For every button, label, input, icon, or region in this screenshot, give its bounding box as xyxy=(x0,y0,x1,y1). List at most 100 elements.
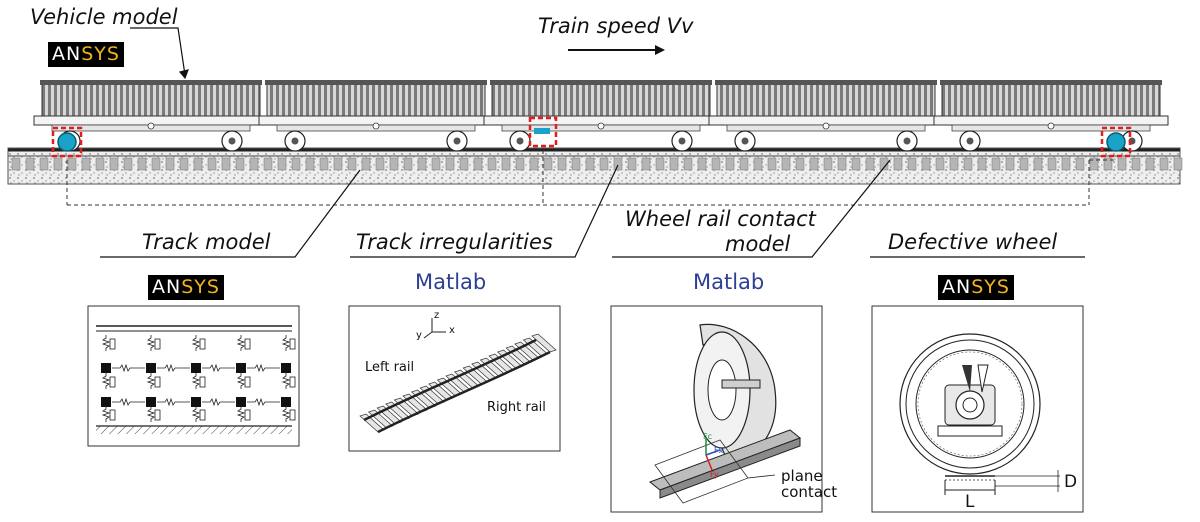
damper xyxy=(109,338,116,350)
leader-lines xyxy=(100,27,1085,258)
matlab-label-contact: Matlab xyxy=(693,270,765,294)
damper xyxy=(244,338,251,350)
mass-block xyxy=(281,397,291,407)
spring xyxy=(281,335,291,351)
flat-length-label: L xyxy=(965,492,975,512)
speed-arrow xyxy=(568,45,665,55)
sleepers xyxy=(11,157,1183,171)
damper xyxy=(154,338,161,350)
spring xyxy=(146,335,156,351)
ansys-an: AN xyxy=(52,43,82,65)
highlight-marker-left xyxy=(51,126,83,158)
mass-block xyxy=(101,363,111,373)
spring xyxy=(101,335,111,351)
spring xyxy=(236,373,246,389)
ansys-an: AN xyxy=(942,276,972,298)
spring xyxy=(191,406,201,422)
left-rail-label: Left rail xyxy=(365,360,415,375)
mass-block xyxy=(191,363,201,373)
spring xyxy=(191,373,201,389)
spring xyxy=(112,363,145,373)
contact-panel xyxy=(610,305,823,513)
mass-block xyxy=(146,397,156,407)
force-fc-label: Fc xyxy=(703,432,712,441)
defective-wheel-panel xyxy=(871,305,1084,513)
force-fy-label: Fy xyxy=(710,470,719,479)
damper xyxy=(199,376,206,388)
spring xyxy=(236,335,246,351)
ansys-sys: SYS xyxy=(971,276,1010,298)
spring xyxy=(146,373,156,389)
damper xyxy=(199,338,206,350)
spring xyxy=(236,406,246,422)
highlight-marker-middle xyxy=(528,116,558,148)
track-model-label: Track model xyxy=(142,230,271,254)
spring xyxy=(281,406,291,422)
axis-y-label: y xyxy=(416,330,422,341)
plane-contact-label-2: contact xyxy=(781,483,838,501)
damper xyxy=(244,409,251,421)
left-rail xyxy=(363,338,537,422)
wheel-rail-contact-label-1: Wheel rail contact xyxy=(625,207,816,231)
force-fx-label: Fx xyxy=(714,446,724,455)
vehicle-model-label: Vehicle model xyxy=(30,5,178,29)
damper xyxy=(199,409,206,421)
mass-block xyxy=(191,397,201,407)
plane-contact-label-1: plane xyxy=(781,467,823,485)
axis-x-label: x xyxy=(449,325,455,336)
damper xyxy=(289,338,296,350)
ansys-logo-defect: ANSYS xyxy=(938,275,1014,300)
wheel-rail-contact-label-2: model xyxy=(725,232,791,256)
spring xyxy=(146,406,156,422)
spring xyxy=(191,335,201,351)
spring xyxy=(101,373,111,389)
mass-block xyxy=(236,363,246,373)
track-model-panel xyxy=(87,305,300,447)
defective-wheel-label: Defective wheel xyxy=(888,230,1058,254)
spring xyxy=(157,363,190,373)
mass-block xyxy=(146,363,156,373)
mass-block xyxy=(236,397,246,407)
train-speed-label: Train speed Vv xyxy=(538,14,694,38)
ansys-sys: SYS xyxy=(81,43,120,65)
mass-block xyxy=(101,397,111,407)
train-wagons xyxy=(33,80,1169,152)
ansys-an: AN xyxy=(152,276,182,298)
axis-triad xyxy=(423,318,446,339)
right-rail-label: Right rail xyxy=(487,400,546,415)
damper xyxy=(289,376,296,388)
spring xyxy=(101,406,111,422)
flat-depth-label: D xyxy=(1064,472,1078,492)
matlab-label-irregularities: Matlab xyxy=(415,270,487,294)
spring xyxy=(112,397,145,407)
spring xyxy=(281,373,291,389)
damper xyxy=(154,376,161,388)
wagon-2 xyxy=(258,80,494,152)
wagon-5 xyxy=(933,80,1169,152)
sleeper xyxy=(531,333,557,353)
damper xyxy=(109,376,116,388)
mass-block xyxy=(281,363,291,373)
highlight-marker-right xyxy=(1100,126,1132,158)
ansys-sys: SYS xyxy=(181,276,220,298)
ansys-logo-track: ANSYS xyxy=(148,275,224,300)
spring xyxy=(247,397,280,407)
axis-z-label: z xyxy=(434,310,440,321)
track-bed xyxy=(7,147,1183,185)
wagon-1 xyxy=(33,80,269,152)
spring xyxy=(202,397,235,407)
irregularities-panel xyxy=(348,305,561,452)
track-irregularities-label: Track irregularities xyxy=(356,230,553,254)
ansys-logo-vehicle: ANSYS xyxy=(48,42,124,67)
wagon-4 xyxy=(708,80,944,152)
spring xyxy=(157,397,190,407)
dashed-connector xyxy=(66,150,1116,206)
spring xyxy=(202,363,235,373)
damper xyxy=(154,409,161,421)
damper xyxy=(289,409,296,421)
damper xyxy=(244,376,251,388)
damper xyxy=(109,409,116,421)
right-rail xyxy=(377,350,551,434)
spring xyxy=(247,363,280,373)
